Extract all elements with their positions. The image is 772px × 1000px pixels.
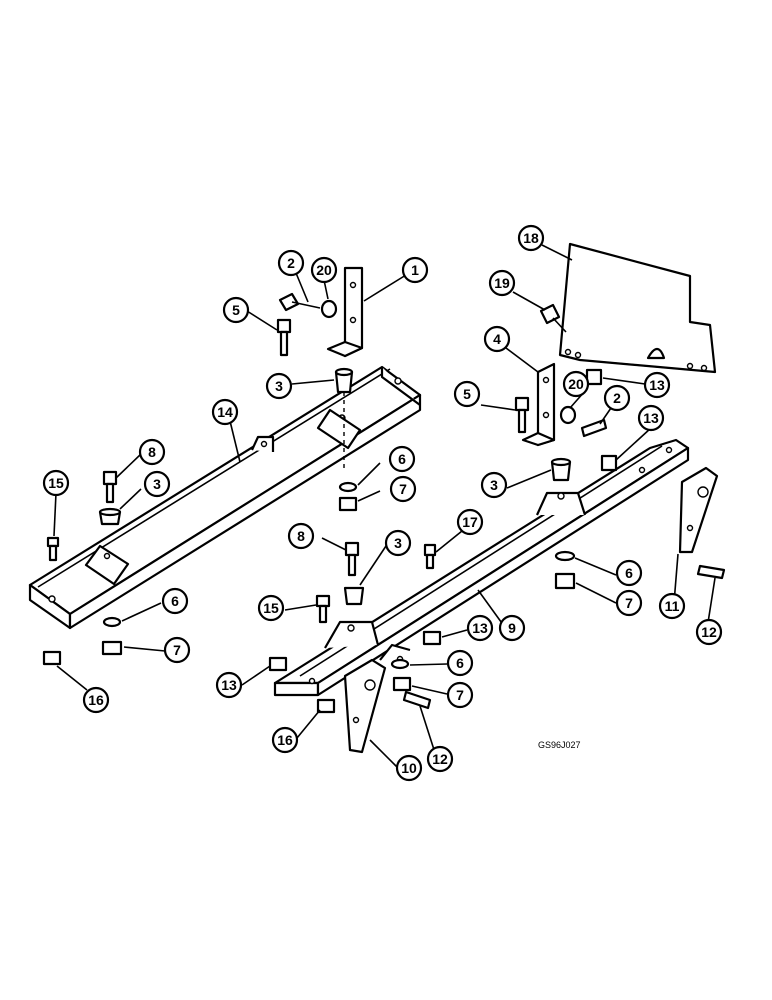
svg-text:15: 15 [263, 600, 279, 616]
callout-3: 3 [384, 529, 412, 557]
callout-19: 19 [488, 269, 516, 297]
callout-12: 12 [695, 618, 723, 646]
bracket-1 [326, 266, 364, 358]
callout-2: 2 [603, 384, 631, 412]
callout-7: 7 [163, 636, 191, 664]
callout-4: 4 [483, 325, 511, 353]
callout-5: 5 [222, 296, 250, 324]
svg-text:13: 13 [472, 620, 488, 636]
bracket-4 [521, 362, 556, 447]
svg-text:3: 3 [394, 535, 402, 551]
callout-13: 13 [643, 371, 671, 399]
svg-text:7: 7 [625, 595, 633, 611]
hardware [42, 292, 726, 714]
drawing-code: GS96J027 [538, 740, 581, 750]
callout-16: 16 [271, 726, 299, 754]
svg-text:18: 18 [523, 230, 539, 246]
callout-3: 3 [480, 471, 508, 499]
callout-20: 20 [310, 256, 338, 284]
svg-text:16: 16 [88, 692, 104, 708]
callout-16: 16 [82, 686, 110, 714]
svg-text:7: 7 [456, 687, 464, 703]
svg-text:19: 19 [494, 275, 510, 291]
svg-text:13: 13 [643, 410, 659, 426]
leader-lines [53, 244, 716, 768]
callout-7: 7 [389, 475, 417, 503]
svg-text:3: 3 [153, 476, 161, 492]
callout-2: 2 [277, 249, 305, 277]
plate-11 [678, 466, 719, 554]
svg-text:10: 10 [401, 760, 417, 776]
svg-text:4: 4 [493, 331, 501, 347]
svg-text:17: 17 [462, 514, 478, 530]
callout-6: 6 [446, 649, 474, 677]
callout-13: 13 [637, 404, 665, 432]
callout-11: 11 [658, 592, 686, 620]
callout-17: 17 [456, 508, 484, 536]
callout-13: 13 [466, 614, 494, 642]
callout-9: 9 [498, 614, 526, 642]
callout-6: 6 [388, 445, 416, 473]
svg-text:16: 16 [277, 732, 293, 748]
svg-text:20: 20 [316, 262, 332, 278]
svg-text:12: 12 [701, 624, 717, 640]
svg-text:8: 8 [148, 444, 156, 460]
callout-7: 7 [446, 681, 474, 709]
callout-15: 15 [257, 594, 285, 622]
svg-text:7: 7 [173, 642, 181, 658]
cover-18 [558, 242, 717, 374]
callout-18: 18 [517, 224, 545, 252]
svg-text:15: 15 [48, 475, 64, 491]
svg-text:6: 6 [625, 565, 633, 581]
svg-text:3: 3 [275, 378, 283, 394]
svg-text:11: 11 [665, 598, 680, 614]
svg-text:2: 2 [613, 390, 621, 406]
left-rail [28, 365, 422, 630]
right-rail [273, 438, 690, 697]
callout-8: 8 [287, 522, 315, 550]
callout-3: 3 [265, 372, 293, 400]
callout-20: 20 [562, 370, 590, 398]
svg-text:5: 5 [463, 386, 471, 402]
svg-text:7: 7 [399, 481, 407, 497]
svg-text:13: 13 [221, 677, 237, 693]
callout-13: 13 [215, 671, 243, 699]
callout-7: 7 [615, 589, 643, 617]
svg-text:20: 20 [568, 376, 584, 392]
callout-6: 6 [615, 559, 643, 587]
plate-10 [343, 658, 387, 754]
svg-text:14: 14 [217, 404, 233, 420]
svg-text:8: 8 [297, 528, 305, 544]
callout-14: 14 [211, 398, 239, 426]
callout-12: 12 [426, 745, 454, 773]
svg-text:12: 12 [432, 751, 448, 767]
svg-text:6: 6 [456, 655, 464, 671]
svg-text:5: 5 [232, 302, 240, 318]
callout-15: 15 [42, 469, 70, 497]
svg-text:3: 3 [490, 477, 498, 493]
svg-text:2: 2 [287, 255, 295, 271]
callout-6: 6 [161, 587, 189, 615]
callout-1: 1 [401, 256, 429, 284]
callout-5: 5 [453, 380, 481, 408]
svg-text:6: 6 [398, 451, 406, 467]
svg-text:6: 6 [171, 593, 179, 609]
callout-8: 8 [138, 438, 166, 466]
callout-3: 3 [143, 470, 171, 498]
svg-text:9: 9 [508, 620, 516, 636]
callout-10: 10 [395, 754, 423, 782]
svg-text:1: 1 [411, 262, 419, 278]
svg-text:13: 13 [649, 377, 665, 393]
